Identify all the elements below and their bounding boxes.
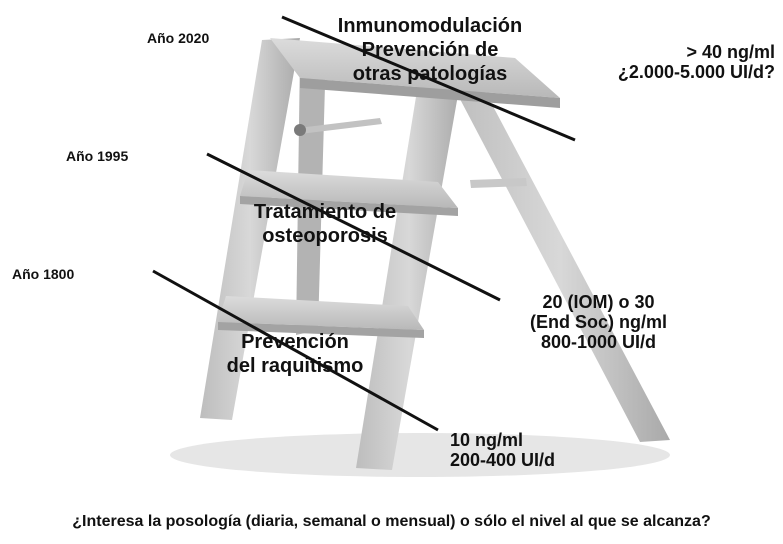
step-top-line1: Inmunomodulación [337,15,523,37]
year-label-1800: Año 1800 [12,266,75,282]
dose-middle: 20 (IOM) o 30 (End Soc) ng/ml 800-1000 U… [496,292,701,352]
dose-bottom-line1: 10 ng/ml [450,430,524,450]
dose-bottom: 10 ng/ml 200-400 UI/d [450,430,600,470]
hinge-bolt [294,124,306,136]
step-top-line2: Prevención de [361,39,499,61]
dosage-question: ¿Interesa la posología (diaria, semanal … [72,513,711,530]
year-label-1995: Año 1995 [66,148,129,164]
floor-shadow [170,433,670,477]
dose-middle-line2: (End Soc) ng/ml [530,312,667,332]
step-middle-description: Tratamiento de osteoporosis [215,200,435,248]
step-middle-line1: Tratamiento de [253,201,397,223]
dose-bottom-line2: 200-400 UI/d [450,450,556,470]
dose-middle-line1: 20 (IOM) o 30 [542,292,655,312]
step-bottom-line2: del raquitismo [226,355,364,377]
dose-top: > 40 ng/ml ¿2.000-5.000 UI/d? [605,42,775,82]
dose-top-line2: ¿2.000-5.000 UI/d? [617,62,775,82]
step-top-description: Inmunomodulación Prevención de otras pat… [300,14,560,86]
step-middle-line2: osteoporosis [262,225,388,247]
dose-middle-line3: 800-1000 UI/d [540,332,657,352]
upper-tread-edge [240,196,458,216]
top-platform-edge [300,78,560,108]
step-bottom-line1: Prevención [241,331,349,353]
level-line-1800 [152,269,439,432]
level-line-2020 [281,15,576,142]
front-right-stile [356,72,462,470]
dose-top-line1: > 40 ng/ml [686,42,775,62]
step-bottom-description: Prevención del raquitismo [195,330,395,378]
lower-brace [470,178,527,188]
back-brace [298,118,382,134]
lower-tread-edge [218,322,424,338]
level-line-1995 [206,152,501,302]
step-top-line3: otras patologías [352,63,508,85]
top-platform [270,38,560,98]
lower-tread [218,296,424,330]
rear-right-leg [450,78,670,442]
year-label-2020: Año 2020 [147,30,210,46]
